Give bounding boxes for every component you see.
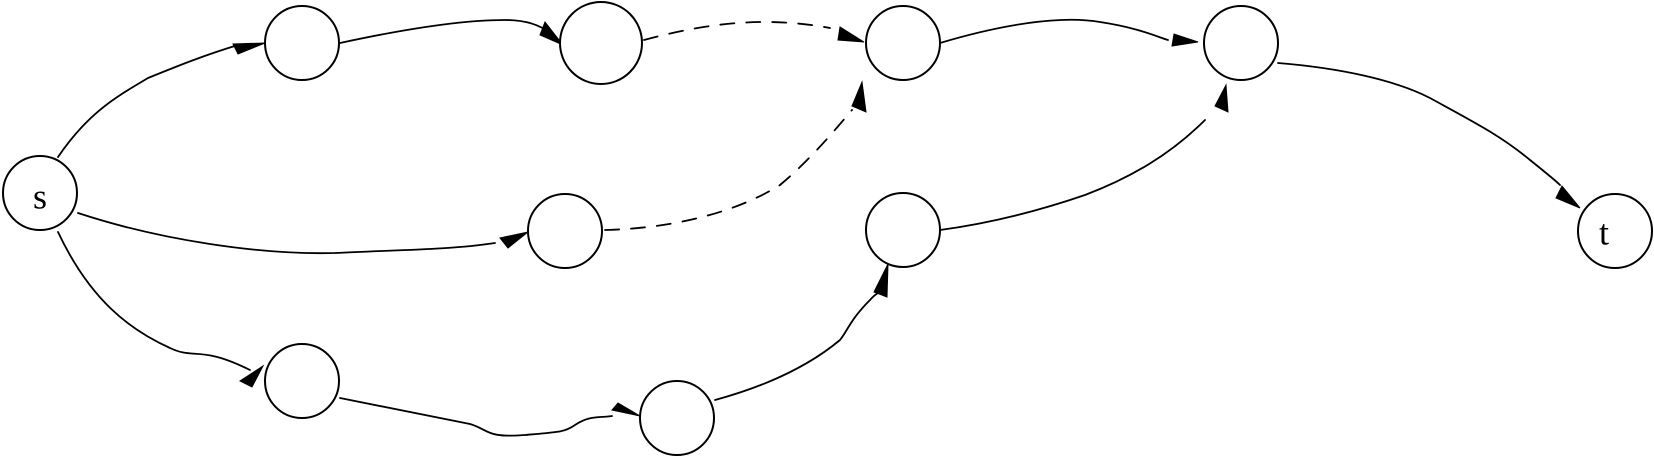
node-t-label: t: [1599, 212, 1609, 252]
node-a1: [264, 5, 340, 81]
node-c2: [639, 380, 715, 456]
arrowhead-c1-c2: [611, 402, 641, 417]
node-t-circle: [1577, 193, 1653, 269]
arrowhead-a3-a4: [1171, 33, 1199, 47]
edge-a2-a3: [643, 21, 831, 41]
edge-b2-a4: [939, 119, 1206, 231]
arrowhead-s-b1: [499, 231, 529, 249]
node-b2: [865, 192, 941, 268]
node-b2-circle: [865, 192, 941, 268]
node-t: t: [1577, 193, 1653, 269]
edge-s-c1: [57, 231, 251, 371]
arrowhead-a4-t: [1555, 185, 1581, 209]
edge-a4-t: [1277, 62, 1561, 186]
node-b1: [527, 193, 603, 269]
arrowhead-b2-a4: [1214, 83, 1229, 113]
node-a3-circle: [865, 5, 941, 81]
edge-b1-a3: [604, 109, 853, 231]
node-s: s: [2, 155, 78, 231]
edge-c1-c2: [339, 397, 613, 437]
edge-a3-a4: [939, 18, 1169, 44]
node-s-label: s: [33, 176, 47, 216]
node-s-circle: [2, 155, 78, 231]
arrowhead-c2-b2: [873, 263, 889, 298]
node-c1: [264, 343, 340, 419]
arrowhead-s-a1: [232, 42, 266, 55]
node-a2-circle: [559, 1, 643, 85]
edge-a1-a2: [339, 19, 551, 44]
edge-s-b1: [77, 212, 496, 255]
arrowhead-a1-a2: [539, 20, 564, 46]
node-a2: [559, 1, 643, 85]
node-c1-circle: [264, 343, 340, 419]
arrowhead-s-c1: [238, 364, 265, 388]
node-b1-circle: [527, 193, 603, 269]
arrowhead-b1-a3: [851, 80, 867, 113]
node-a1-circle: [264, 5, 340, 81]
edge-c2-b2: [714, 289, 883, 401]
node-a4: [1203, 5, 1279, 81]
node-a3: [865, 5, 941, 81]
node-c2-circle: [639, 380, 715, 456]
node-a4-circle: [1203, 5, 1279, 81]
arrowhead-a2-a3: [837, 26, 865, 43]
edge-s-a1: [57, 44, 239, 158]
edges: [57, 18, 1581, 437]
